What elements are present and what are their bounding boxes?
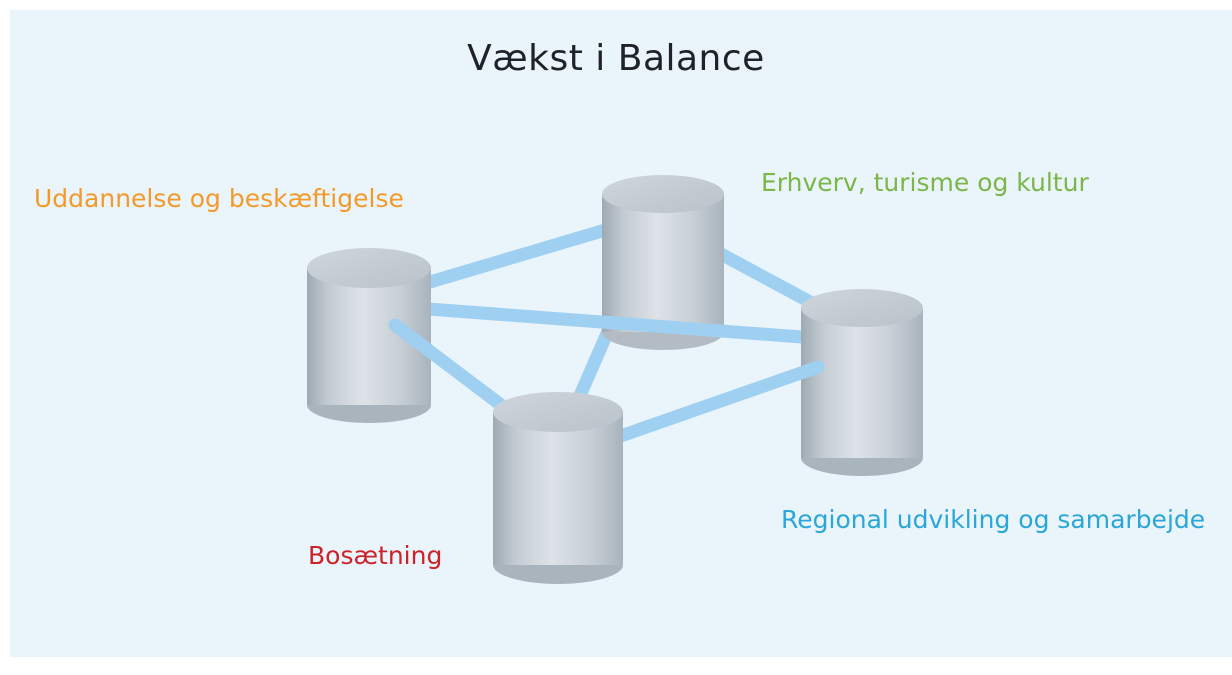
diagram-title: Vækst i Balance [467,38,765,79]
pillar-education [307,248,431,423]
connector-education-settlement [388,318,512,415]
label-education: Uddannelse og beskæftigelse [34,184,404,213]
pillar-settlement [493,392,623,584]
pillar-regional [801,289,923,476]
connector-settlement-regional [611,360,825,444]
label-regional: Regional udvikling og samarbejde [781,505,1206,534]
label-settlement: Bosætning [308,541,443,570]
connectors-front [388,318,825,444]
connector-education-regional [408,301,822,345]
connector-education-business [413,221,619,292]
label-business: Erhverv, turisme og kultur [761,168,1089,197]
